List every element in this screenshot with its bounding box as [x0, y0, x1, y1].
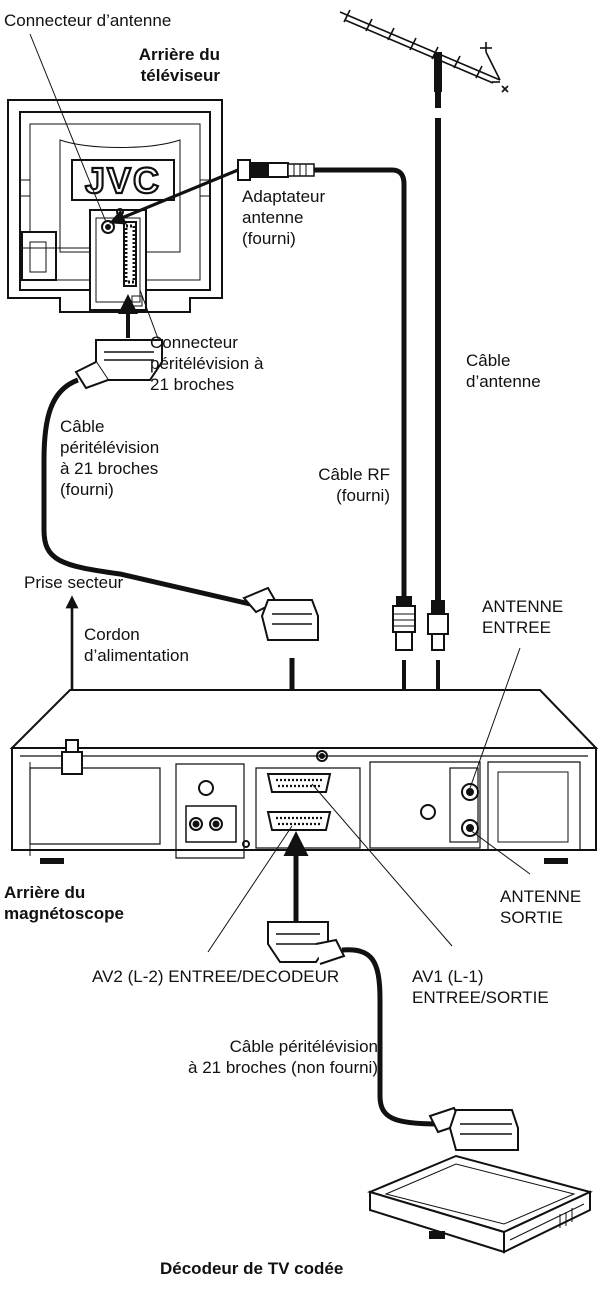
tv-logo: JVC: [71, 159, 175, 202]
antenna-in-label: ANTENNE ENTREE: [482, 597, 564, 637]
power-cord-label: Cordon d’alimentation: [84, 625, 189, 665]
adapter-arrow: [109, 168, 239, 225]
scart-plug-vcr-bottom: [267, 921, 346, 965]
antenna-adapter-plug: [237, 159, 315, 181]
antenna-connector-pointer: [29, 33, 107, 223]
antenna-mast: [434, 52, 442, 92]
scart-connector-label: Connecteur péritélévision à 21 broches: [150, 333, 264, 394]
rf-cable-label: Câble RF (fourni): [318, 465, 390, 505]
mains-outlet-label: Prise secteur: [24, 573, 124, 592]
av1-pointer: [311, 783, 453, 947]
av2-label: AV2 (L-2) ENTREE/DECODEUR: [92, 967, 340, 986]
scart-connector-pointer: [139, 289, 161, 345]
tv-logo-text: JVC: [85, 160, 161, 201]
antenna-adapter-label: Adaptateur antenne (fourni): [242, 187, 326, 248]
scart-cable-not-supplied-label: Câble péritélévision à 21 broches (non f…: [188, 1037, 378, 1077]
antenna-connector-label: Connecteur d’antenne: [4, 11, 172, 30]
antenna-cable-label: Câble d’antenne: [466, 351, 541, 391]
antenna-in-pointer: [469, 647, 521, 789]
vcr-scart-av2: [266, 811, 332, 831]
scart-plug-decoder: [428, 1106, 519, 1151]
scart-cable-supplied-label: Câble péritélévision à 21 broches (fourn…: [60, 417, 160, 499]
antenna-icon: [339, 9, 509, 93]
antenna-plug-vcr: [427, 600, 449, 651]
rf-plug-vcr: [392, 596, 416, 651]
tv-rear-panel: [7, 99, 223, 313]
scart-plug-tv: [74, 339, 163, 390]
decoder-label: Décodeur de TV codée: [160, 1259, 344, 1278]
rf-cable-line: [314, 167, 407, 596]
vcr-rear-panel: [9, 689, 599, 864]
scart-cable-vcr-decoder: [341, 947, 439, 1127]
decoder-box-icon: [367, 1154, 593, 1254]
scart-plug-vcr-top: [242, 586, 319, 641]
av1-label: AV1 (L-1) ENTREE/SORTIE: [412, 967, 549, 1007]
antenna-out-label: ANTENNE SORTIE: [500, 887, 582, 927]
tv-rear-label: Arrière du téléviseur: [138, 45, 220, 85]
vcr-rear-label: Arrière du magnétoscope: [4, 883, 124, 923]
av2-pointer: [207, 825, 293, 953]
scart-cable-tv-vcr: [41, 377, 251, 607]
antenna-out-pointer: [469, 829, 531, 875]
power-cord-plug: [61, 739, 83, 775]
vcr-scart-av1: [266, 773, 332, 793]
